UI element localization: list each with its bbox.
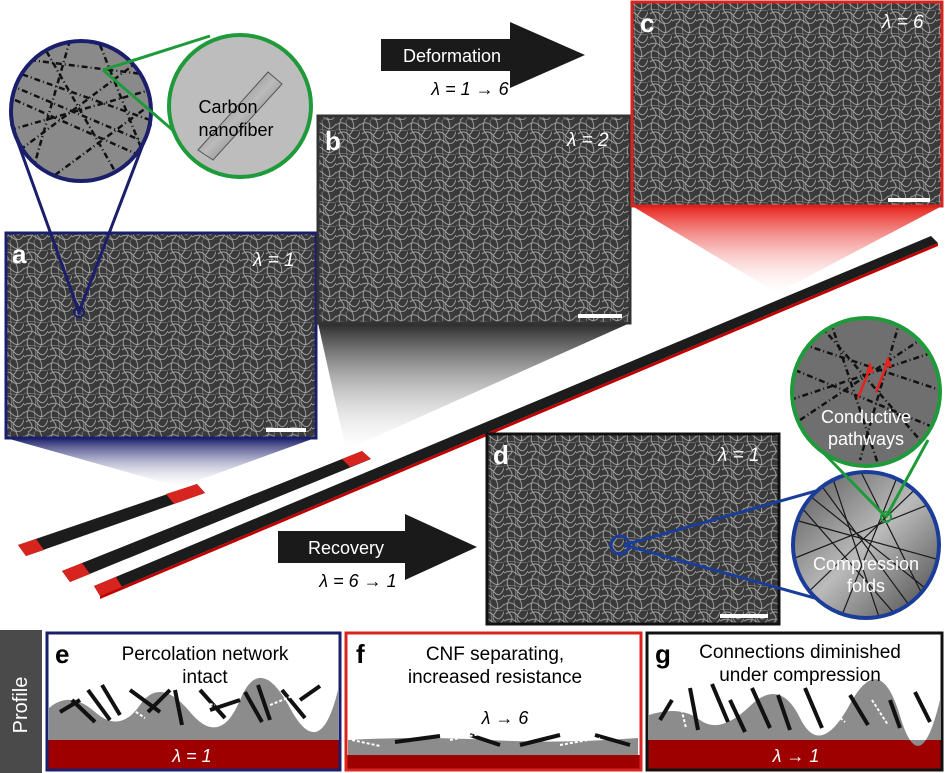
profile-g-title-line1: Connections diminished — [699, 642, 901, 663]
strip-b — [62, 451, 371, 582]
pathways-label-line2: pathways — [828, 429, 904, 449]
cnf-label-line2: nanofiber — [198, 120, 273, 140]
profile-side-bar — [0, 630, 42, 773]
profile-e-base: λ = 1 — [171, 746, 211, 766]
pathways-label-line1: Conductive — [821, 407, 911, 427]
profile-panel-e: e Percolation network intact λ = 1 — [45, 631, 342, 772]
compression-folds-circle: Compression folds — [791, 470, 941, 620]
strip-a — [18, 484, 205, 556]
panel-label-a: a — [12, 239, 27, 269]
scale-bar-b — [578, 314, 622, 318]
profile-label-g: g — [655, 639, 671, 669]
sem-panel-b: b λ = 2 — [316, 114, 632, 325]
callout-pathways-right — [884, 439, 930, 518]
panel-label-b: b — [325, 126, 341, 156]
lambda-c: λ = 6 — [881, 12, 924, 33]
zoom-cone-b — [318, 323, 630, 450]
folds-label-line1: Compression — [813, 554, 919, 574]
profile-f-title-line2: increased resistance — [408, 667, 582, 688]
sem-panel-d: d λ = 1 — [485, 432, 781, 626]
panel-label-c: c — [640, 8, 654, 38]
zoom-cone-a — [6, 438, 315, 487]
deformation-label: Deformation — [403, 46, 501, 66]
profile-panel-f: f CNF separating, increased resistance λ… — [344, 631, 643, 772]
profile-e-title-line1: Percolation network — [122, 644, 289, 665]
cnf-label-line1: Carbon — [198, 97, 257, 117]
profile-g-base: λ → 1 — [772, 746, 820, 766]
strip-c — [94, 236, 938, 599]
cnf-circle: Carbon nanofiber — [167, 33, 313, 179]
scale-bar-c — [888, 198, 930, 202]
deformation-arrow: Deformation λ = 1 → 6 — [381, 22, 585, 99]
pathway-arrow-2 — [874, 361, 890, 393]
profile-g-title-line2: under compression — [719, 665, 881, 686]
lambda-d: λ = 1 — [717, 445, 760, 466]
recovery-arrow: Recovery λ = 6 → 1 — [278, 514, 477, 591]
profile-f-lambda: λ → 6 — [481, 708, 530, 728]
callout-cnf-top — [102, 34, 211, 72]
lambda-a: λ = 1 — [252, 250, 295, 271]
sem-panel-c: c λ = 6 — [630, 0, 944, 208]
scale-bar-a — [266, 428, 306, 432]
lambda-b: λ = 2 — [566, 130, 609, 151]
profile-label-f: f — [356, 639, 365, 669]
profile-label-e: e — [55, 639, 69, 669]
profile-panel-g: g Connections diminished under compressi… — [645, 631, 944, 772]
recovery-caption: λ = 6 → 1 — [318, 571, 396, 591]
panel-label-d: d — [493, 440, 509, 470]
deformation-caption: λ = 1 → 6 — [430, 79, 509, 99]
pathway-arrow-1 — [856, 367, 872, 399]
profile-side-label: Profile — [10, 677, 32, 734]
zoom-cone-c — [632, 206, 942, 293]
profile-e-title-line2: intact — [182, 667, 228, 688]
folds-label-line2: folds — [847, 576, 885, 596]
profile-f-title-line1: CNF separating, — [426, 644, 564, 665]
recovery-label: Recovery — [308, 538, 384, 558]
conductive-pathways-circle: Conductive pathways — [790, 316, 942, 468]
sem-panel-a: a λ = 1 — [4, 231, 318, 440]
scale-bar-d — [720, 614, 768, 618]
